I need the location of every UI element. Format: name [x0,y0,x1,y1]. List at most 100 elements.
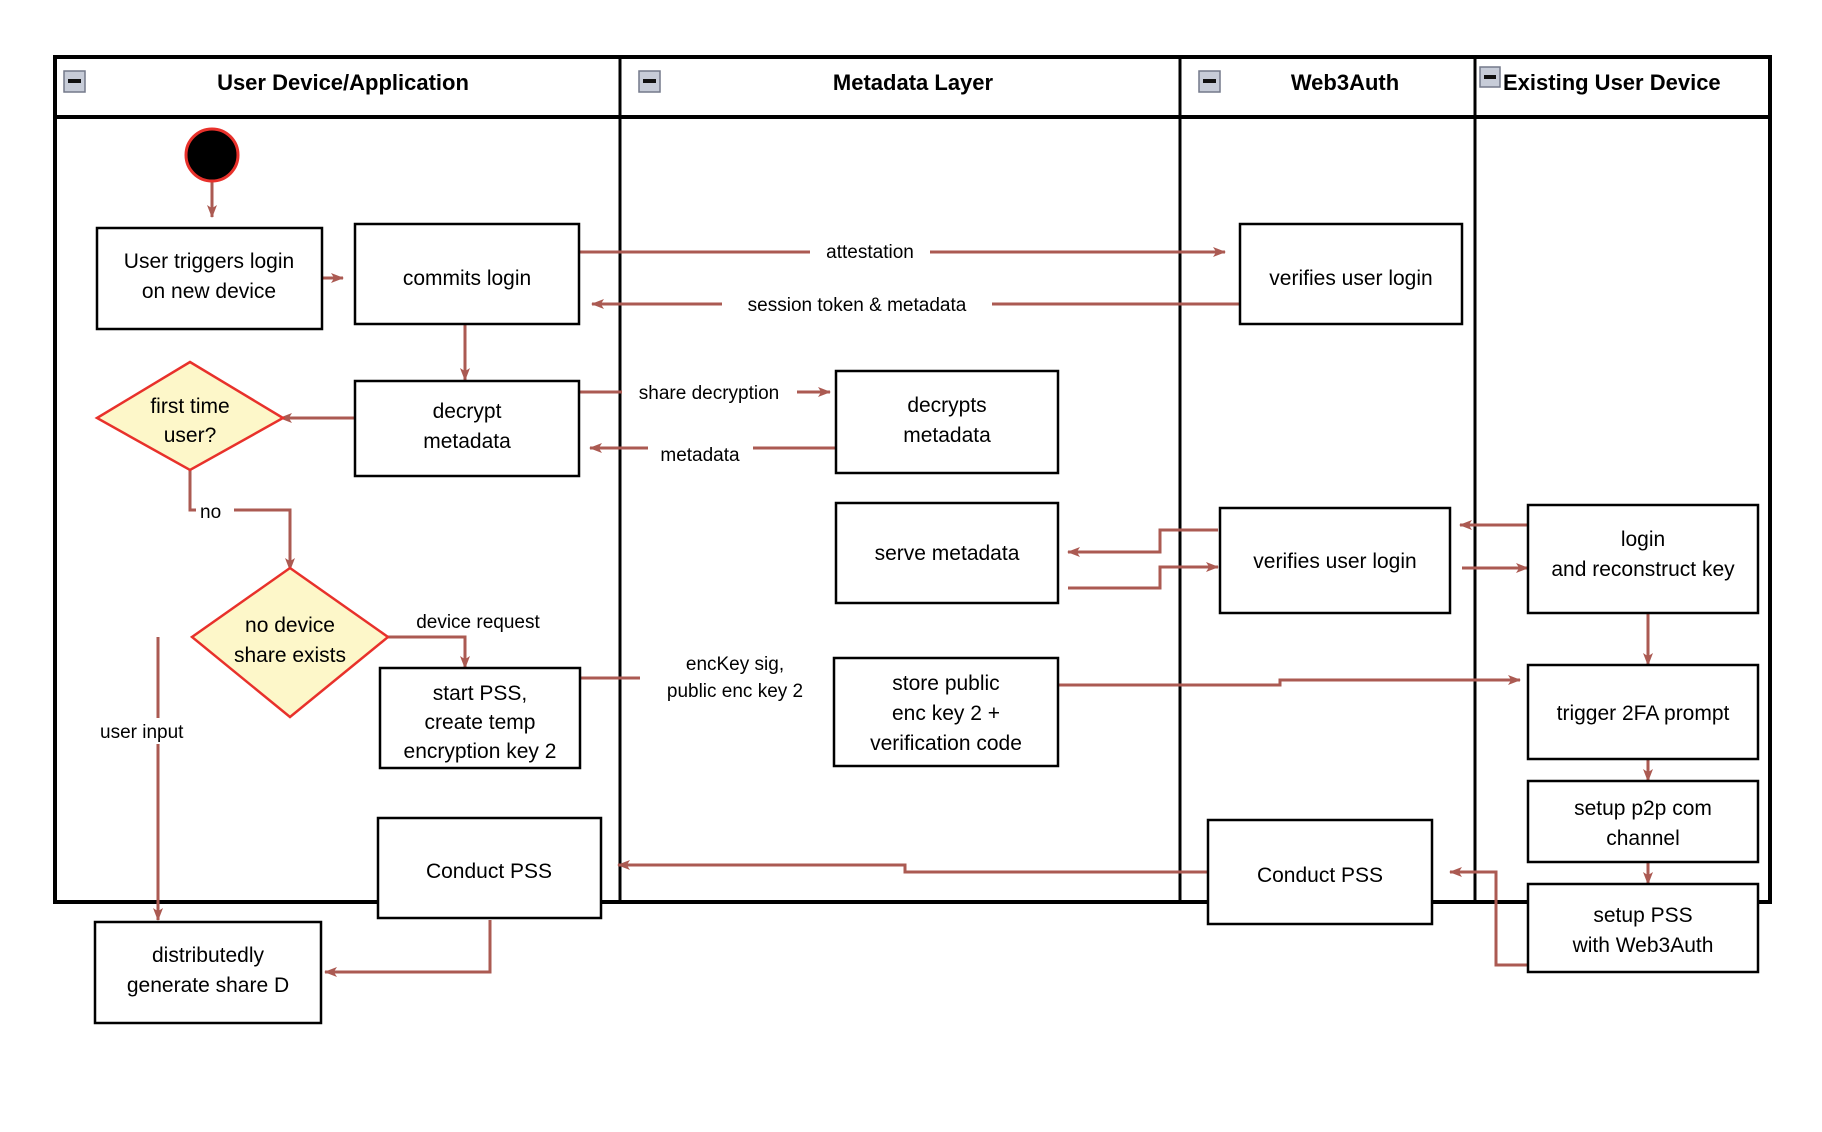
flow-conduct-right-to-left [617,860,1207,874]
node-box[interactable] [1206,818,1434,926]
node-label-line-2: and reconstruct key [1551,558,1735,581]
edge-label-user-input: user input [96,718,220,744]
lane-header-existing-device[interactable]: Existing User Device [1479,66,1721,95]
node-label-line-1: login [1621,528,1665,551]
flow-device-request [385,635,470,669]
node-box[interactable] [1238,222,1464,326]
edge-label-text: device request [416,612,540,633]
edge-label-text: session token & metadata [748,295,967,316]
node-label-line-1: commits login [403,267,531,290]
node-label-line-1: store public [892,672,999,695]
flow-store-to-2fa [1058,675,1521,687]
node-decrypt-metadata[interactable]: decrypt metadata [353,379,581,478]
node-box[interactable] [93,920,323,1025]
node-box[interactable] [834,501,1060,605]
node-label-line-1: decrypt [433,400,502,423]
decision-diamond[interactable] [94,360,286,472]
node-setup-pss-with-web3auth[interactable]: setup PSS with Web3Auth [1526,882,1760,974]
collapse-minus-icon-glyph [1484,75,1496,79]
flow-verifies-to-serve [1067,528,1218,557]
edge-label-text: user input [100,722,184,743]
node-box[interactable] [1218,506,1452,615]
node-distributedly-generate-share-d[interactable]: distributedly generate share D [93,920,323,1025]
node-label-line-1: verifies user login [1269,267,1432,290]
node-box[interactable] [1526,779,1760,864]
node-label-line-1: serve metadata [875,542,1020,565]
edge-label-enckey-sig: encKey sig, public enc key 2 [640,648,830,704]
node-label-line-2: channel [1606,827,1680,850]
node-conduct-pss-user-device[interactable]: Conduct PSS [376,816,603,920]
node-conduct-pss-web3auth[interactable]: Conduct PSS [1206,818,1434,926]
lane-title-user-device: User Device/Application [217,70,469,95]
edge-label-text: attestation [826,242,914,263]
node-no-device-share-decision[interactable]: no device share exists [189,566,391,719]
node-label-line-1: Conduct PSS [1257,864,1383,887]
edge-label-session-token: session token & metadata [722,290,992,316]
lane-body-frame [53,55,1772,904]
node-box[interactable] [1526,663,1760,761]
node-login-and-reconstruct-key[interactable]: login and reconstruct key [1526,503,1760,615]
lane-header-user-device[interactable]: User Device/Application [63,70,469,95]
node-label-line-1: start PSS, [433,682,528,705]
node-verifies-user-login-top[interactable]: verifies user login [1238,222,1464,326]
node-setup-p2p-com-channel[interactable]: setup p2p com channel [1526,779,1760,864]
node-box[interactable] [1526,503,1760,615]
lane-header-metadata[interactable]: Metadata Layer [638,70,994,95]
node-label-line-1: setup p2p com [1574,797,1712,820]
node-label-line-3: verification code [870,732,1022,755]
swimlane-frame [53,55,1772,904]
collapse-minus-icon-glyph [1203,79,1216,83]
label-backdrop [722,290,992,316]
label-backdrop [648,440,753,466]
lane-title-existing-device: Existing User Device [1503,70,1721,95]
node-start-pss[interactable]: start PSS, create temp encryption key 2 [378,666,582,770]
node-label-line-2: share exists [234,644,346,667]
decision-diamond[interactable] [189,566,391,719]
node-box[interactable] [378,666,582,770]
node-box[interactable] [1526,882,1760,974]
node-label-line-2: metadata [903,424,991,447]
node-box[interactable] [353,379,581,478]
label-backdrop [810,238,930,264]
node-commits-login[interactable]: commits login [353,222,581,326]
flow-conduct-to-generate-share [324,920,492,977]
edge-label-no: no [196,498,234,523]
node-serve-metadata[interactable]: serve metadata [834,501,1060,605]
node-box[interactable] [95,226,324,331]
edge-label-metadata: metadata [648,440,753,466]
node-label-line-2: user? [164,424,217,447]
start-node-circle [184,127,240,183]
node-label-line-1: first time [150,395,229,418]
node-label-line-1: setup PSS [1593,904,1692,927]
edge-label-text: metadata [660,445,740,466]
edge-label-share-decryption: share decryption [622,378,797,404]
node-user-triggers-login[interactable]: User triggers login on new device [95,226,324,331]
node-label-line-1: Conduct PSS [426,860,552,883]
lane-header-web3auth[interactable]: Web3Auth [1198,70,1399,95]
node-label-line-2: metadata [423,430,511,453]
node-box[interactable] [376,816,603,920]
node-label-line-1: no device [245,614,335,637]
node-label-line-3: encryption key 2 [404,740,557,763]
node-store-public-enc-key[interactable]: store public enc key 2 + verification co… [832,656,1060,768]
edge-label-attestation: attestation [810,238,930,264]
node-trigger-2fa-prompt[interactable]: trigger 2FA prompt [1526,663,1760,761]
node-box[interactable] [832,656,1060,768]
label-backdrop [622,378,797,404]
collapse-minus-icon-glyph [643,79,656,83]
label-backdrop [196,498,234,523]
node-label-line-1: User triggers login [124,250,294,273]
flow-serve-to-verifies [1068,562,1219,590]
collapse-minus-icon-glyph [68,79,81,83]
node-label-line-2: generate share D [127,974,289,997]
lane-title-metadata: Metadata Layer [833,70,994,95]
edge-label-text: no [200,502,221,523]
node-box[interactable] [834,369,1060,475]
edge-label-text-line-1: encKey sig, [686,654,784,675]
node-decrypts-metadata[interactable]: decrypts metadata [834,369,1060,475]
node-first-time-user-decision[interactable]: first time user? [94,360,286,472]
edge-label-text-line-2: public enc key 2 [667,681,803,702]
node-box[interactable] [353,222,581,326]
node-verifies-user-login-mid[interactable]: verifies user login [1218,506,1452,615]
